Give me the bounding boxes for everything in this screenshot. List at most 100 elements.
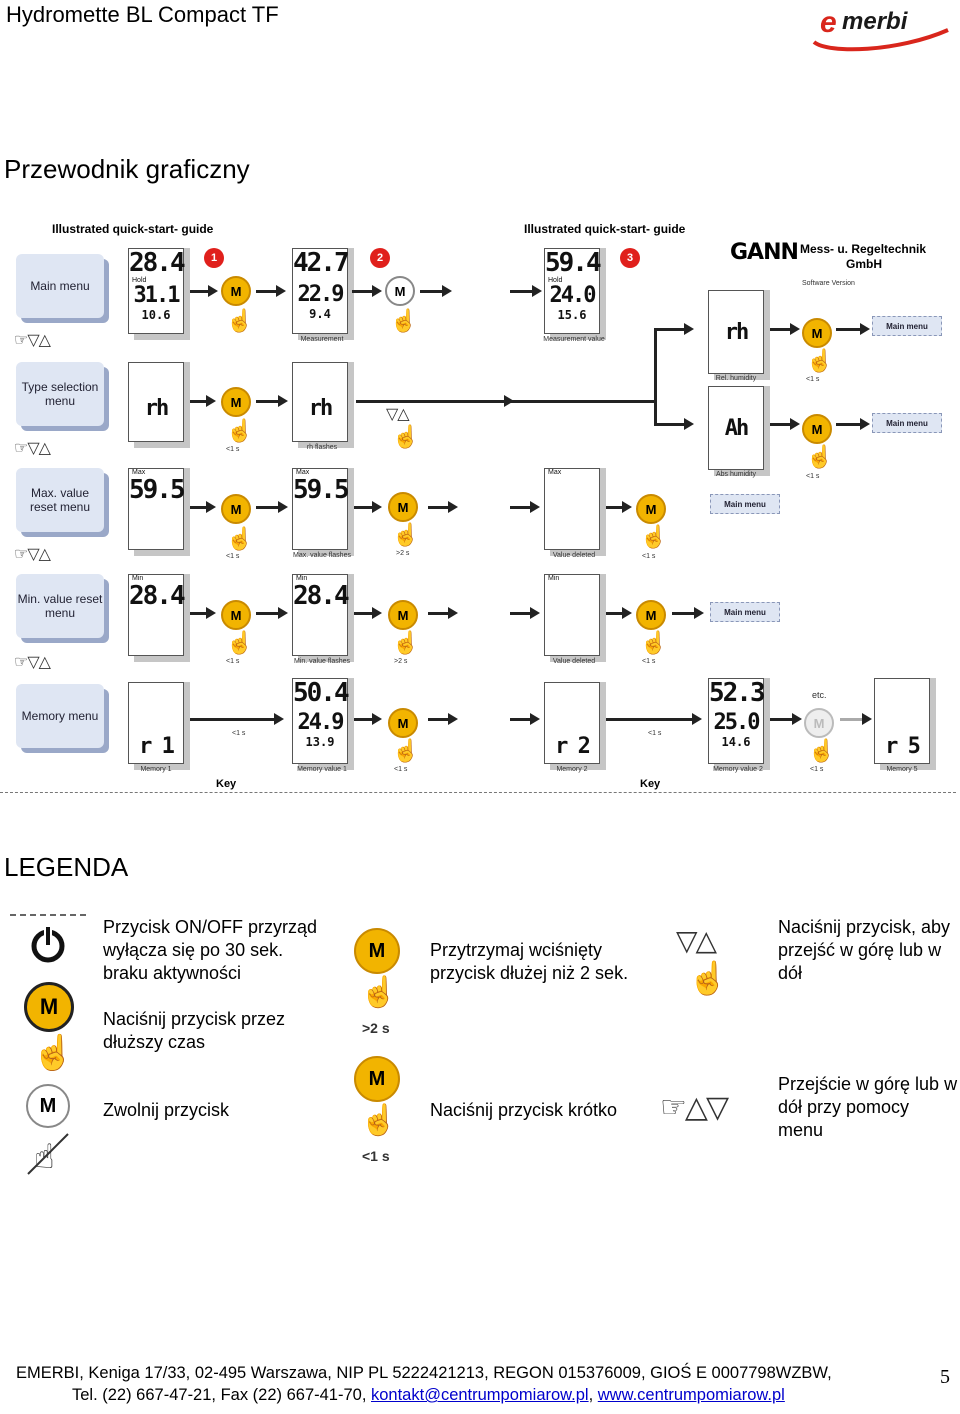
hand-press-icon: ☝ <box>688 960 728 996</box>
display-memory-1: r 1 <box>128 682 184 764</box>
power-icon <box>28 924 68 964</box>
document-title: Hydromette BL Compact TF <box>6 2 279 27</box>
flow-arrow <box>190 607 216 619</box>
m-button-icon: M <box>802 414 832 444</box>
flow-arrow <box>606 501 632 513</box>
footer-address: EMERBI, Keniga 17/33, 02-495 Warszawa, N… <box>16 1364 832 1382</box>
hand-press-icon: ☝ <box>392 738 420 763</box>
m-button-icon: M <box>388 492 418 522</box>
flow-arrow <box>428 607 458 619</box>
display-min-flash: Min 28.4 <box>292 574 350 656</box>
flow-arrow <box>510 501 540 513</box>
footer-website-link[interactable]: www.centrumpomiarow.pl <box>597 1386 785 1404</box>
menu-nav-icon: ☞▽△ <box>14 440 51 457</box>
main-menu-box: Main menu <box>710 494 780 514</box>
etc-label: etc. <box>812 690 827 700</box>
caption-value-deleted: Value deleted <box>552 658 596 665</box>
step-badge-2: 2 <box>370 248 390 268</box>
flow-arrow <box>354 713 382 725</box>
flow-arrow <box>190 395 216 407</box>
caption-memory-value-2: Memory value 2 <box>713 766 763 773</box>
caption-min-flashes: Min. value flashes <box>293 658 351 665</box>
menu-min-reset: Min. value reset menu <box>16 574 104 638</box>
menu-nav-icon: ☞▽△ <box>14 332 51 349</box>
caption-memory-5: Memory 5 <box>886 766 918 773</box>
caption-value-deleted: Value deleted <box>552 552 596 559</box>
menu-nav-icon: ☞▽△ <box>14 546 51 563</box>
display-measurement-value: 59.4 Hold 24.0 15.6 <box>544 248 602 334</box>
caption-max-flashes: Max. value flashes <box>293 552 351 559</box>
hand-press-icon: ☝ <box>806 444 834 469</box>
m-button-icon: M <box>354 928 400 974</box>
time-short-label: <1 s <box>226 658 240 665</box>
flow-arrow <box>606 713 702 725</box>
m-button-icon: M <box>802 318 832 348</box>
caption-rh-flashes: rh flashes <box>306 444 338 451</box>
flow-arrow <box>420 285 452 297</box>
hand-press-icon: ☝ <box>806 348 834 373</box>
svg-text:merbi: merbi <box>842 8 909 35</box>
branch-line <box>654 328 657 426</box>
flow-arrow <box>654 418 694 430</box>
footer-phone-fax: Tel. (22) 667-47-21, Fax (22) 667-41-70, <box>72 1386 371 1404</box>
caption-abs-humidity: Abs humidity <box>715 471 757 478</box>
hand-press-icon: ☝ <box>226 526 254 551</box>
hand-press-icon: ☝ <box>392 424 420 449</box>
legend-release-text: Zwolnij przycisk <box>103 1100 230 1120</box>
step-badge-1: 1 <box>204 248 224 268</box>
hand-press-icon: ☝ <box>640 630 668 655</box>
flow-arrow <box>770 418 800 430</box>
legend-press-long-text: Naciśnij przycisk przez dłuższy czas <box>103 1009 286 1052</box>
main-menu-box: Main menu <box>872 316 942 336</box>
m-button-icon: M <box>221 600 251 630</box>
flow-arrow <box>354 501 382 513</box>
display-min-deleted: Min <box>544 574 600 656</box>
flow-arrow <box>256 395 288 407</box>
software-version: Software Version <box>802 280 855 287</box>
display-min: Min 28.4 <box>128 574 186 656</box>
emerbi-logo: e merbi <box>808 2 953 52</box>
time-long-label: >2 s <box>394 658 408 665</box>
page-number: 5 <box>940 1366 950 1388</box>
guide-heading-right: Illustrated quick-start- guide <box>524 222 686 236</box>
m-button-icon: M <box>388 600 418 630</box>
step-badge-3: 3 <box>620 248 640 268</box>
gann-company-line2: GmbH <box>846 257 882 271</box>
hand-hold-icon: ☝ <box>392 630 420 655</box>
key-label-left: Key <box>216 778 237 790</box>
display-type: rh <box>128 362 184 442</box>
legend-onoff-text: Przycisk ON/OFF przyrząd wyłącza się po … <box>103 917 318 983</box>
flow-arrow <box>836 418 870 430</box>
caption-measurement: Measurement <box>300 336 344 343</box>
flow-arrow <box>840 713 872 725</box>
caption-memory-2: Memory 2 <box>556 766 588 773</box>
display-max-flash: Max 59.5 <box>292 468 350 550</box>
m-button-icon: M <box>221 276 251 306</box>
hand-hold-icon: ☝ <box>360 976 398 1009</box>
hand-press-icon: ☝ <box>32 1034 75 1072</box>
m-button-icon: M <box>354 1056 400 1102</box>
m-button-icon: M <box>221 387 251 417</box>
svg-text:e: e <box>820 6 837 39</box>
flow-arrow <box>190 285 218 297</box>
flow-arrow <box>256 501 288 513</box>
hand-release-icon: ☝ <box>26 1130 70 1177</box>
m-button-faded-icon: M <box>804 708 834 738</box>
footer-separator: , <box>588 1386 598 1404</box>
main-menu-box: Main menu <box>872 413 942 433</box>
time-short-label: <1 s <box>232 730 246 737</box>
hand-press-icon: ☝ <box>226 630 254 655</box>
time-short-label: <1 s <box>642 553 656 560</box>
caption-memory-value-1: Memory value 1 <box>297 766 347 773</box>
display-memory-value-2: 52.3 25.0 14.6 <box>708 678 766 764</box>
footer-email-link[interactable]: kontakt@centrumpomiarow.pl <box>371 1386 589 1404</box>
legend-short-text: Naciśnij przycisk krótko <box>430 1100 618 1120</box>
display-memory-5: r 5 <box>874 678 930 764</box>
flow-arrow <box>654 323 694 335</box>
display-rel-humidity: rh <box>708 290 764 374</box>
caption-rel-humidity: Rel. humidity <box>715 375 757 382</box>
section-title-graphic: Przewodnik graficzny <box>4 154 250 184</box>
time-long-label: >2 s <box>362 1020 390 1036</box>
hand-press-icon: ☝ <box>226 308 254 333</box>
quick-start-diagram: Illustrated quick-start- guide Illustrat… <box>0 218 960 790</box>
